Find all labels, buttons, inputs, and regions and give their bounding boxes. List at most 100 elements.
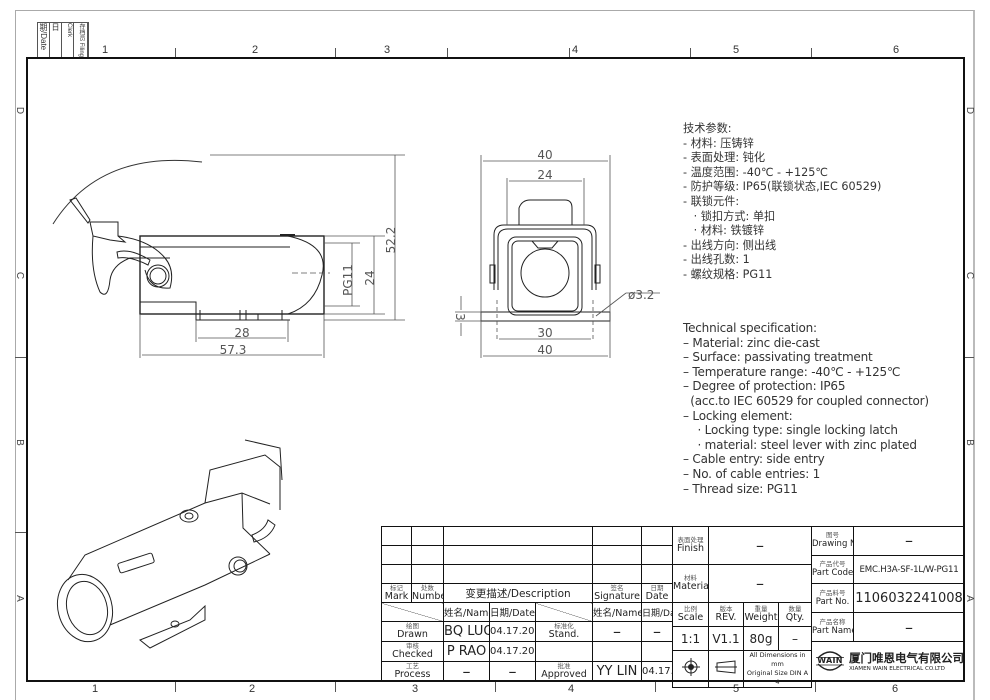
diagonal-cell <box>381 602 444 622</box>
dim-24-inner: 24 <box>537 168 552 182</box>
weight-label-en: Weight <box>744 612 778 623</box>
process-label-en: Process <box>394 669 431 680</box>
zone-right-d: D <box>964 106 976 115</box>
wain-logo-text: WAIN <box>817 655 843 665</box>
number-en: Number <box>412 590 443 602</box>
approved-name: YY LIN <box>592 661 643 682</box>
zone-left-b: B <box>13 439 25 446</box>
name-header-2: 姓名/Name <box>592 602 643 622</box>
drawn-label-cn: 绘图 <box>406 622 419 630</box>
date-en: Date <box>645 590 669 602</box>
process-date: – <box>489 661 536 682</box>
stand-name: – <box>592 621 643 642</box>
zone-tick <box>335 682 336 692</box>
drawn-name: BQ LUO <box>443 621 490 642</box>
scale-label-cn: 比例 <box>684 605 697 613</box>
cone-projection-icon <box>708 650 744 688</box>
zone-bottom-2: 2 <box>248 683 256 695</box>
finish-label-cn: 表面处理 <box>677 536 704 544</box>
dimension-note-2: Original Size DIN A 4 <box>746 669 809 686</box>
spec-en-line: – Cable entry: side entry <box>683 452 825 467</box>
isometric-view-drawing <box>56 439 283 649</box>
zone-left-a: A <box>13 595 25 602</box>
zone-tick <box>569 48 570 57</box>
front-view-drawing: 40 24 ø3.2 3 30 40 <box>453 148 660 358</box>
approved-label-en: Approved <box>541 669 587 680</box>
approved-date: 04.17.2018 <box>641 661 674 682</box>
dim-40-bottom: 40 <box>537 343 552 357</box>
spec-en-line: – No. of cable entries: 1 <box>683 466 821 481</box>
zone-bottom-4: 4 <box>567 683 575 695</box>
qty-label-cn: 数量 <box>788 605 802 613</box>
zone-tick <box>655 682 656 692</box>
weight-value: 80g <box>743 626 779 651</box>
zone-tick <box>811 48 812 57</box>
spec-cn-line: - 温度范围: -40℃ - +125℃ <box>683 165 828 179</box>
scale-label-en: Scale <box>677 612 704 623</box>
projection-symbol-icon <box>672 650 709 688</box>
spec-en-line: · material: steel lever with zinc plated <box>683 437 917 452</box>
process-name: – <box>443 661 490 682</box>
mark-cn: 标记 <box>390 583 403 592</box>
dimension-note-1: All Dimensions in mm <box>749 651 806 669</box>
material-value: – <box>708 564 812 603</box>
spec-cn-line: · 锁扣方式: 单扣 <box>683 209 776 223</box>
wain-logo-icon: WAIN <box>816 648 844 674</box>
date-header: 日期/Date <box>489 602 536 622</box>
zone-tick <box>175 682 176 692</box>
dim-24: 24 <box>363 270 377 285</box>
dim-pg11: PG11 <box>341 264 355 296</box>
part-no-value: 1106032241008 <box>853 583 965 614</box>
spec-cn-line: - 表面处理: 钝化 <box>683 151 766 165</box>
spec-en-line: – Material: zinc die-cast <box>683 335 820 350</box>
side-view-drawing: PG11 24 52.2 28 57.3 <box>52 154 405 358</box>
part-code-label-en: Part Code <box>812 568 854 579</box>
zone-top-3: 3 <box>383 44 391 56</box>
zone-right-c: C <box>964 271 976 280</box>
checked-label-cn: 审核 <box>406 642 419 650</box>
dim-28: 28 <box>234 326 249 340</box>
finish-label-en: Finish <box>676 543 705 554</box>
checked-label-en: Checked <box>392 649 433 660</box>
dim-30: 30 <box>537 326 552 340</box>
spec-en-line: – Thread size: PG11 <box>683 481 798 496</box>
spec-cn-line: - 螺纹规格: PG11 <box>683 267 773 281</box>
zone-top-4: 4 <box>571 44 579 56</box>
part-name-label-cn: 产品名称 <box>819 617 846 626</box>
filing-clerk-label: 存档员 Filing Clerk <box>66 23 88 57</box>
zone-top-5: 5 <box>732 44 740 56</box>
scale-value: 1:1 <box>672 626 709 651</box>
drawing-no-label-en: Drawing No. <box>812 539 853 550</box>
zone-tick <box>447 48 448 57</box>
spec-en-block: Technical specification: – Material: zin… <box>683 321 929 496</box>
spec-en-title: Technical specification: <box>683 321 817 335</box>
dim-40-top: 40 <box>537 148 552 162</box>
rev-label-en: REV. <box>715 612 737 623</box>
spec-cn-title: 技术参数: <box>683 122 732 135</box>
spec-cn-line: - 联锁元件: <box>683 194 740 208</box>
diagonal-cell <box>534 602 594 622</box>
zone-right-b: B <box>963 439 975 446</box>
zone-bottom-6: 6 <box>891 683 899 695</box>
weight-label-cn: 重量 <box>754 605 768 613</box>
part-no-label-cn: 产品料号 <box>819 588 846 597</box>
company-name-en: XIAMEN WAIN ELECTRICAL CO.LTD <box>849 665 945 672</box>
zone-tick <box>965 357 974 358</box>
signature-en: Signature <box>594 590 640 602</box>
dim-57-3: 57.3 <box>220 343 247 357</box>
spec-cn-line: - 材料: 压铸锌 <box>683 136 754 150</box>
stand-label-en: Stand. <box>548 629 580 640</box>
spec-en-line: · Locking type: single locking latch <box>683 423 898 438</box>
checked-name: P RAO <box>443 641 490 662</box>
mark-en: Mark <box>384 590 409 602</box>
stand-label-cn: 标准化 <box>554 622 574 630</box>
part-no-label-en: Part No. <box>815 596 850 607</box>
spec-en-line: – Surface: passivating treatment <box>683 350 873 365</box>
zone-top-6: 6 <box>892 44 900 56</box>
number-cn: 处数 <box>421 583 434 592</box>
material-label-cn: 材料 <box>684 574 697 582</box>
rev-value: V1.1 <box>708 626 744 651</box>
